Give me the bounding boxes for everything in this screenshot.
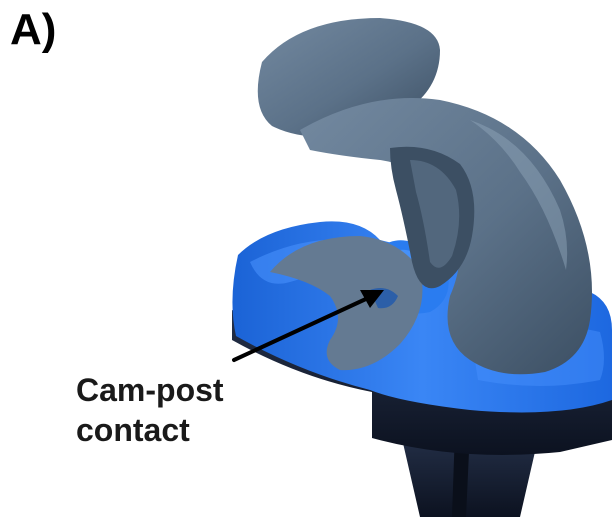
annotation-line-2: contact — [76, 410, 224, 450]
annotation-line-1: Cam-post — [76, 370, 224, 410]
panel-label: A) — [10, 8, 56, 52]
cam-post-contact-label: Cam-post contact — [76, 370, 224, 450]
